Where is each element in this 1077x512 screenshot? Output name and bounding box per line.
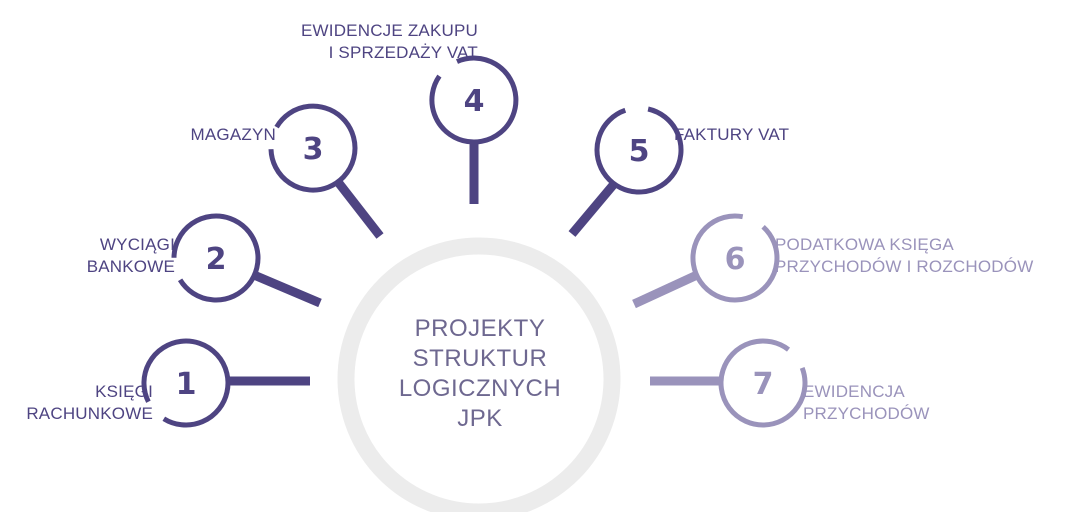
magnifier-ring-4	[429, 55, 519, 145]
label-item-1-line-1: KSIĘGI	[95, 382, 153, 401]
label-item-2-line-1: WYCIĄGI	[99, 235, 175, 254]
item-number-5: 5	[629, 134, 650, 169]
center-title-line-3: LOGICZNYCH	[398, 375, 562, 402]
magnifier-ring-5	[594, 106, 684, 195]
magnifier-ring-1	[141, 338, 231, 428]
magnifier-2: 2	[171, 213, 322, 308]
label-item-4-line-1: EWIDENCJE ZAKUPU	[301, 21, 478, 40]
center-title: PROJEKTY STRUKTUR LOGICZNYCH JPK	[375, 314, 585, 434]
label-item-3: MAGAZYN	[191, 124, 276, 146]
item-number-1: 1	[176, 367, 197, 402]
magnifier-handle-3	[334, 179, 384, 239]
magnifier-3: 3	[268, 103, 384, 239]
magnifier-group: 1 2 3 4 5 6 7	[141, 55, 808, 428]
label-item-4-line-2: I SPRZEDAŻY VAT	[328, 43, 478, 62]
label-item-7-line-2: PRZYCHODÓW	[803, 404, 930, 423]
magnifier-4: 4	[429, 55, 519, 204]
magnifier-handle-6	[632, 270, 699, 309]
label-item-6: PODATKOWA KSIĘGA PRZYCHODÓW I ROZCHODÓW	[775, 234, 1033, 278]
label-item-2: WYCIĄGI BANKOWE	[87, 234, 175, 278]
magnifier-ring-3	[268, 103, 358, 193]
item-number-3: 3	[303, 132, 324, 167]
magnifier-6: 6	[632, 213, 780, 309]
magnifier-ring-6	[690, 213, 780, 303]
label-item-7-line-1: EWIDENCJA	[803, 382, 905, 401]
magnifier-handle-5	[568, 181, 618, 237]
label-item-5-line-1: FAKTURY VAT	[674, 125, 790, 144]
center-ring	[337, 237, 621, 512]
label-item-3-line-1: MAGAZYN	[190, 125, 276, 144]
item-number-6: 6	[725, 242, 746, 277]
magnifier-ring-7	[718, 338, 808, 428]
label-item-6-line-2: PRZYCHODÓW I ROZCHODÓW	[775, 257, 1034, 276]
magnifier-7: 7	[650, 338, 808, 428]
label-item-7: EWIDENCJA PRZYCHODÓW	[803, 381, 930, 425]
center-title-line-2: STRUKTUR	[412, 345, 548, 372]
center-title-line-4: JPK	[457, 405, 503, 432]
label-item-6-line-1: PODATKOWA KSIĘGA	[775, 235, 954, 254]
item-number-7: 7	[753, 367, 774, 402]
label-item-5: FAKTURY VAT	[674, 124, 789, 146]
item-number-2: 2	[206, 242, 227, 277]
magnifier-ring-2	[171, 213, 261, 303]
item-number-4: 4	[464, 84, 485, 119]
label-item-1: KSIĘGI RACHUNKOWE	[26, 381, 153, 425]
magnifier-handle-2	[252, 270, 322, 308]
magnifier-1: 1	[141, 338, 310, 428]
label-item-2-line-2: BANKOWE	[86, 257, 175, 276]
magnifier-5: 5	[568, 106, 684, 237]
center-title-line-1: PROJEKTY	[414, 315, 546, 342]
label-item-4: EWIDENCJE ZAKUPU I SPRZEDAŻY VAT	[301, 20, 478, 64]
label-item-1-line-2: RACHUNKOWE	[26, 404, 153, 423]
